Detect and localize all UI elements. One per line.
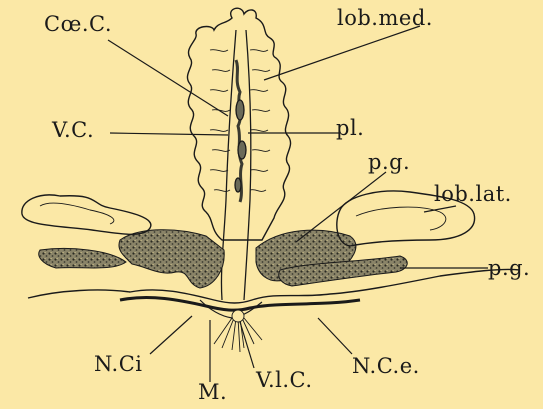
label-lob-med: lob.med.	[337, 8, 433, 29]
label-p-g-right: p.g.	[488, 258, 530, 279]
central-canal	[221, 30, 250, 300]
label-lob-lat: lob.lat.	[434, 184, 512, 205]
label-coe-c: Cœ.C.	[44, 14, 112, 35]
label-p-g-upper: p.g.	[368, 152, 410, 173]
label-v-c: V.C.	[52, 120, 94, 141]
label-pl: pl.	[336, 118, 364, 139]
label-n-c-e: N.C.e.	[352, 356, 420, 377]
label-v-l-c: V.l.C.	[256, 370, 313, 391]
nerve-fibres	[214, 310, 262, 352]
leader-lines	[108, 26, 488, 382]
label-n-ci: N.Ci	[94, 354, 143, 375]
label-m: M.	[198, 382, 227, 403]
